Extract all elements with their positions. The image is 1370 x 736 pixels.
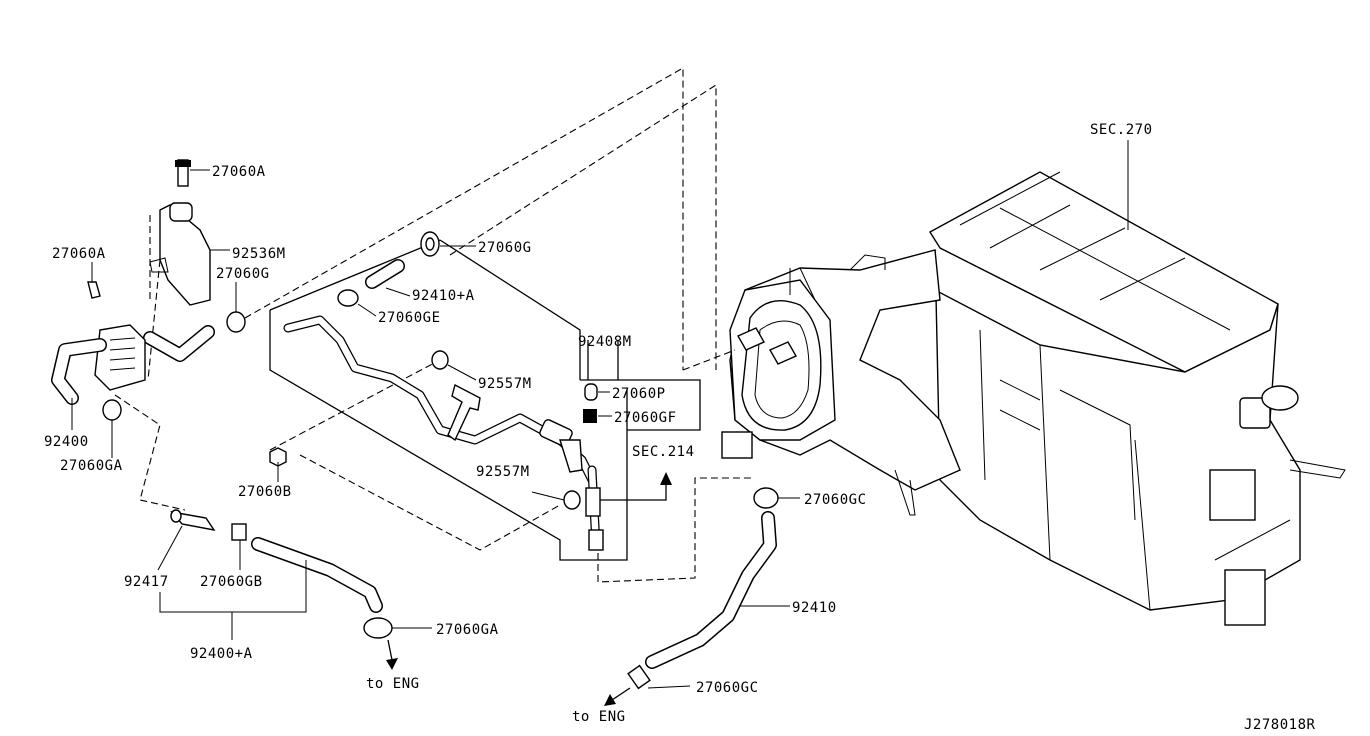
label-92400: 92400 bbox=[44, 434, 89, 450]
label-92408m: 92408M bbox=[578, 334, 632, 350]
label-to-eng-right: to ENG bbox=[572, 709, 626, 725]
label-27060b: 27060B bbox=[238, 484, 292, 500]
leader-lines bbox=[71, 140, 1129, 689]
diagram-code: J278018R bbox=[1244, 717, 1316, 733]
label-27060g-top: 27060G bbox=[478, 240, 532, 256]
label-27060a-top: 27060A bbox=[212, 164, 266, 180]
label-27060g-left: 27060G bbox=[216, 266, 270, 282]
label-27060ge: 27060GE bbox=[378, 310, 441, 326]
label-27060gf: 27060GF bbox=[614, 410, 677, 426]
part-labels: SEC.270 27060A 27060A 92536M 27060G 2706… bbox=[44, 122, 1316, 733]
label-27060a-left: 27060A bbox=[52, 246, 106, 262]
fittings bbox=[87, 159, 598, 510]
lower-left-hose bbox=[170, 509, 398, 670]
valve-assembly bbox=[51, 202, 215, 405]
lower-right-hose bbox=[604, 487, 779, 706]
label-27060gb: 27060GB bbox=[200, 574, 263, 590]
label-27060ga-bottom: 27060GA bbox=[436, 622, 499, 638]
reference-lines bbox=[114, 67, 755, 583]
label-sec-214: SEC.214 bbox=[632, 444, 695, 460]
pipe-group-frame bbox=[269, 239, 701, 561]
label-to-eng-left: to ENG bbox=[366, 676, 420, 692]
label-92410a: 92410+A bbox=[412, 288, 475, 304]
hvac-unit-assembly bbox=[721, 171, 1346, 626]
label-27060gc-lower: 27060GC bbox=[696, 680, 759, 696]
label-sec-270: SEC.270 bbox=[1090, 122, 1153, 138]
label-27060p: 27060P bbox=[612, 386, 666, 402]
label-92557m-lower: 92557M bbox=[476, 464, 530, 480]
label-92557m-upper: 92557M bbox=[478, 376, 532, 392]
water-pipe bbox=[283, 315, 604, 551]
label-27060gc-upper: 27060GC bbox=[804, 492, 867, 508]
label-27060ga-left: 27060GA bbox=[60, 458, 123, 474]
label-92536m: 92536M bbox=[232, 246, 286, 262]
label-92410: 92410 bbox=[792, 600, 837, 616]
label-92400a: 92400+A bbox=[190, 646, 253, 662]
label-92417: 92417 bbox=[124, 574, 169, 590]
